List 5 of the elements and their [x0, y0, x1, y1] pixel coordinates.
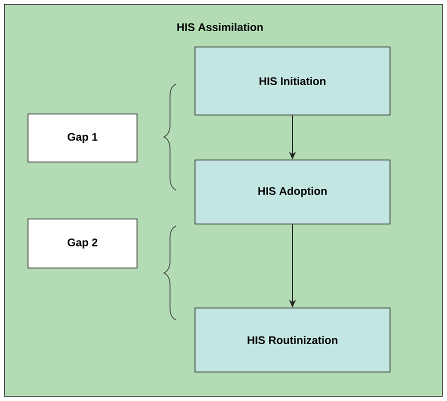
gap-box: Gap 1 [28, 114, 138, 162]
gap-box: Gap 2 [28, 218, 138, 268]
process-box: HIS Initiation [194, 46, 390, 116]
process-box: HIS Adoption [194, 160, 390, 224]
process-box: HIS Routinization [194, 308, 390, 372]
